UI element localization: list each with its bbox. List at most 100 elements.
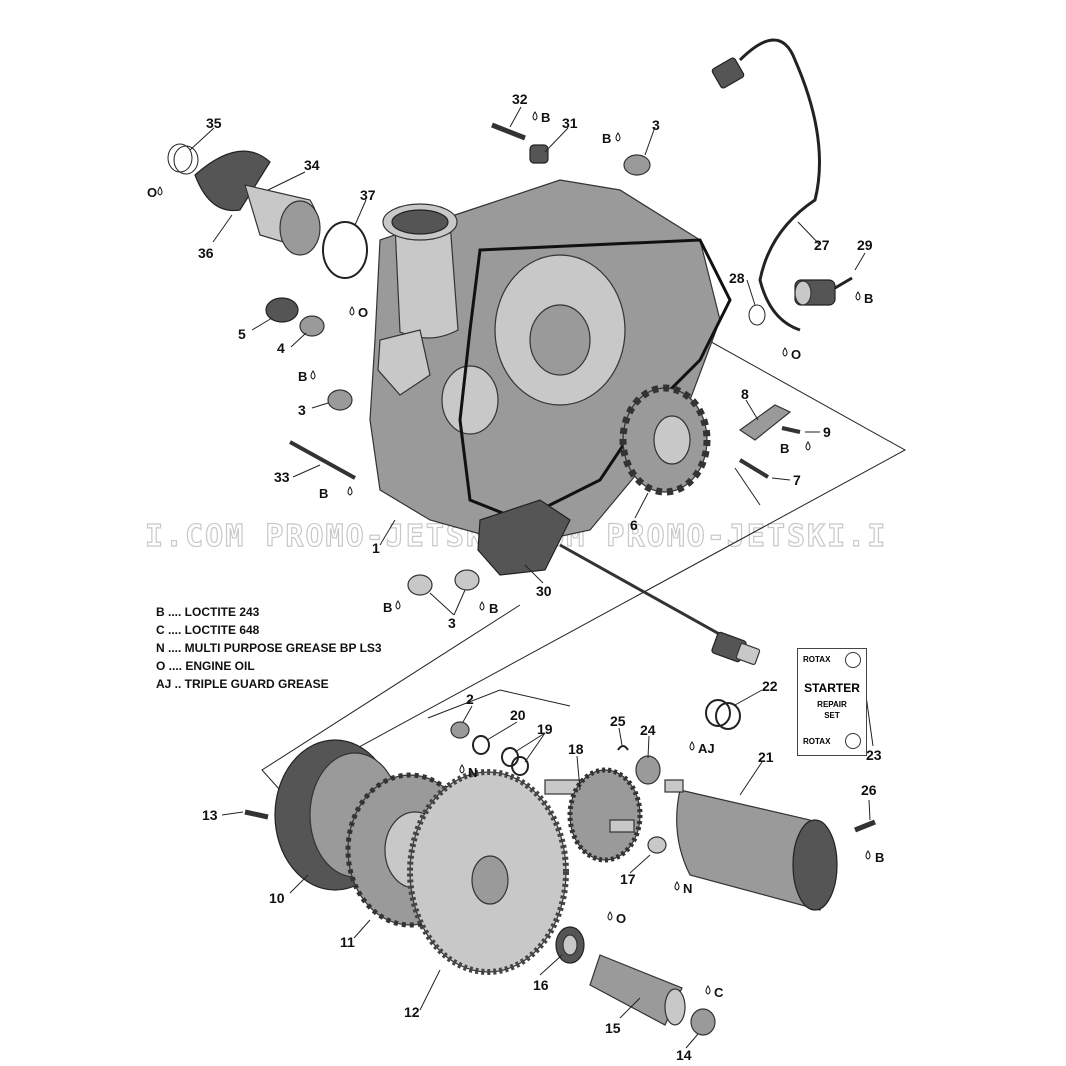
washer-19b: [511, 756, 529, 776]
needle-bearing-2: [450, 721, 470, 739]
callout-29: 29: [857, 237, 873, 253]
pipe-adapter: [194, 150, 321, 256]
stator-wire: [559, 543, 731, 642]
callout-22: 22: [762, 678, 778, 694]
callout-24: 24: [640, 722, 656, 738]
kit-brand-bottom: ROTAX: [803, 737, 831, 746]
lube-o-16: O: [616, 911, 626, 926]
callout-27: 27: [814, 237, 830, 253]
starter-pinion: [635, 755, 661, 785]
kit-logo-icon: [845, 652, 861, 668]
callout-34: 34: [304, 157, 320, 173]
callout-19: 19: [537, 721, 553, 737]
lube-b-3-top: B: [602, 131, 611, 146]
bolt-33: [289, 440, 356, 480]
lube-o-4: O: [358, 305, 368, 320]
kit-subtitle: REPAIR SET: [798, 699, 866, 721]
bushing-14: [690, 1008, 716, 1036]
callout-10: 10: [269, 890, 285, 906]
kit-line-2: SET: [824, 711, 840, 720]
washer-19a: [501, 747, 519, 767]
bearing-17: [647, 836, 667, 854]
legend-item-b: B .... LOCTITE 243: [156, 605, 260, 619]
legend-item-aj: AJ .. TRIPLE GUARD GREASE: [156, 677, 329, 691]
callout-11: 11: [340, 934, 355, 950]
lube-b-3-mid: B: [298, 369, 307, 384]
callout-18: 18: [568, 741, 584, 757]
lube-n-17: N: [683, 881, 692, 896]
explode-line-gear: [427, 689, 571, 719]
callout-23: 23: [866, 747, 882, 763]
callout-5: 5: [238, 326, 246, 342]
callout-17: 17: [620, 871, 636, 887]
callout-12: 12: [404, 1004, 420, 1020]
sensor-screw: [834, 276, 853, 290]
callout-25: 25: [610, 713, 626, 729]
legend-item-c: C .... LOCTITE 648: [156, 623, 260, 637]
lube-b-26: B: [875, 850, 884, 865]
callout-36: 36: [198, 245, 214, 261]
callout-16: 16: [533, 977, 549, 993]
plug-3-right: [454, 569, 480, 591]
o-ring-22a: [705, 699, 731, 727]
bolt-26: [854, 819, 876, 833]
bracket-8: [738, 404, 792, 441]
callout-28: 28: [729, 270, 745, 286]
lube-b-3-right: B: [489, 601, 498, 616]
callout-30: 30: [536, 583, 552, 599]
callout-26: 26: [861, 782, 877, 798]
ring-gear: [407, 769, 569, 975]
lubricant-legend: B .... LOCTITE 243 C .... LOCTITE 648 N …: [156, 603, 382, 693]
lube-b-3-left: B: [383, 600, 392, 615]
bearing-4: [299, 315, 325, 337]
stator: [619, 384, 711, 496]
kit-logo-icon-bottom: [845, 733, 861, 749]
gasket: [477, 499, 571, 576]
o-ring-28: [748, 304, 766, 326]
callout-1: 1: [372, 540, 380, 556]
plug-3-mid: [327, 389, 353, 411]
callout-3-bottom: 3: [448, 615, 456, 631]
callout-9: 9: [823, 424, 831, 440]
shaft-15: [589, 954, 683, 1026]
callout-13: 13: [202, 807, 218, 823]
callout-14: 14: [676, 1047, 692, 1063]
callout-35: 35: [206, 115, 222, 131]
callout-6: 6: [630, 517, 638, 533]
starter-motor: [664, 779, 838, 911]
legend-item-o: O .... ENGINE OIL: [156, 659, 255, 673]
callout-3-top: 3: [652, 117, 660, 133]
sensor-cable: [738, 38, 821, 332]
callout-32: 32: [512, 91, 528, 107]
lube-c-15: C: [714, 985, 724, 1000]
lube-o-35: O: [147, 185, 157, 200]
callout-8: 8: [741, 386, 749, 402]
intermediate-gear: [544, 767, 643, 863]
screw-7: [738, 458, 770, 479]
callout-4: 4: [277, 340, 285, 356]
plug-31: [529, 144, 549, 164]
kit-brand-top: ROTAX: [803, 655, 831, 664]
bolt-13: [244, 809, 269, 820]
clamp-37: [322, 221, 368, 279]
callout-3-mid: 3: [298, 402, 306, 418]
callout-31: 31: [562, 115, 578, 131]
seal-5: [265, 297, 299, 323]
callout-21: 21: [758, 749, 774, 765]
callout-7: 7: [793, 472, 801, 488]
plug-3-top: [623, 154, 651, 176]
sensor-connector: [711, 57, 745, 89]
callout-37: 37: [360, 187, 376, 203]
legend-item-n: N .... MULTI PURPOSE GREASE BP LS3: [156, 641, 382, 655]
o-ring-35b: [173, 145, 199, 175]
bolt-32: [491, 122, 526, 141]
lube-o-28: O: [791, 347, 801, 362]
callout-15: 15: [605, 1020, 621, 1036]
lube-n-2: N: [468, 765, 477, 780]
lube-b-9: B: [780, 441, 789, 456]
o-ring-22b: [715, 702, 741, 730]
kit-line-1: REPAIR: [817, 700, 847, 709]
